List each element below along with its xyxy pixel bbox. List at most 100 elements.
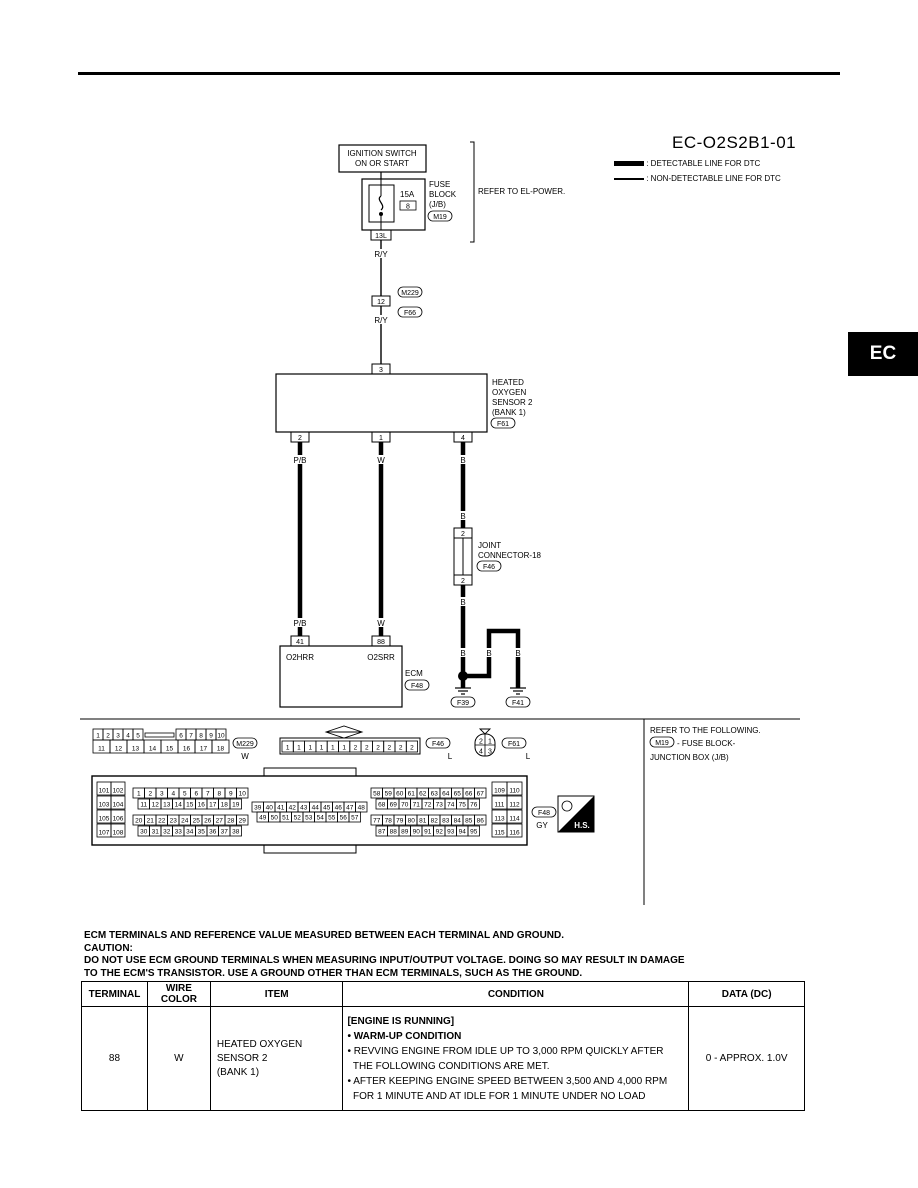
f61-pin: 1 bbox=[488, 739, 492, 746]
f48-pin-box bbox=[467, 798, 480, 810]
ecm-signal-o2hrr: O2HRR bbox=[286, 653, 314, 662]
f48-pin: 38 bbox=[232, 829, 240, 836]
condition-line-6: FOR 1 MINUTE AND AT IDLE FOR 1 MINUTE UN… bbox=[347, 1090, 646, 1102]
f48-pin: 80 bbox=[408, 818, 416, 825]
f48-pin: 78 bbox=[385, 818, 393, 825]
refer-el-power: REFER TO EL-POWER. bbox=[478, 187, 565, 196]
f48-pin: 113 bbox=[494, 816, 505, 823]
f48-pin: 76 bbox=[470, 802, 478, 809]
sensor-pin-2: 2 bbox=[298, 435, 302, 442]
f46-hood bbox=[324, 725, 364, 739]
f48-pin: 73 bbox=[436, 802, 444, 809]
wire-b-2-bg bbox=[456, 511, 470, 520]
legend-detectable: : DETECTABLE LINE FOR DTC bbox=[614, 159, 760, 168]
f61-pin: 4 bbox=[479, 749, 483, 756]
f61-pin: 3 bbox=[488, 749, 492, 756]
sensor-conn-oval bbox=[490, 417, 516, 429]
f48-pin-box bbox=[236, 814, 249, 826]
ecm-pin-88: 88 bbox=[377, 639, 385, 646]
ecm-box bbox=[279, 645, 403, 708]
f48-pin: 29 bbox=[239, 818, 247, 825]
f48-pin: 5 bbox=[183, 791, 187, 798]
f48-pin: 6 bbox=[194, 791, 198, 798]
f48-pin: 65 bbox=[454, 791, 462, 798]
f48-pin: 23 bbox=[170, 818, 178, 825]
f46-pin: 2 bbox=[376, 745, 380, 752]
f48-pin-box bbox=[474, 814, 487, 826]
f48-pin: 79 bbox=[396, 818, 404, 825]
f48-pin: 75 bbox=[459, 802, 467, 809]
ignition-switch-line2: ON OR START bbox=[355, 159, 409, 168]
m229-pin: 13 bbox=[132, 746, 140, 753]
f48-id: F48 bbox=[538, 810, 550, 817]
header-condition: CONDITION bbox=[342, 981, 690, 1007]
cell-condition: [ENGINE IS RUNNING] • WARM-UP CONDITION … bbox=[342, 1006, 690, 1111]
f48-pin: 60 bbox=[396, 791, 404, 798]
f48-pin: 42 bbox=[289, 805, 297, 812]
ground-icon bbox=[510, 687, 526, 695]
fuse-block-conn: M19 bbox=[433, 214, 447, 221]
f48-pin: 37 bbox=[221, 829, 229, 836]
joint-conn-oval bbox=[476, 560, 502, 572]
f48-pin-box bbox=[506, 823, 523, 838]
diagram-id: EC-O2S2B1-01 bbox=[672, 133, 797, 152]
f48-pin: 77 bbox=[373, 818, 381, 825]
f48-pin: 25 bbox=[193, 818, 201, 825]
f48-pin: 57 bbox=[351, 815, 359, 822]
condition-line-2: • WARM-UP CONDITION bbox=[347, 1030, 462, 1042]
f48-pin: 3 bbox=[160, 791, 164, 798]
fuse-block-label-1: FUSE bbox=[429, 180, 450, 189]
caution-line-4: TO THE ECM'S TRANSISTOR. USE A GROUND OT… bbox=[84, 967, 583, 979]
f61-color: L bbox=[526, 752, 531, 761]
fuse-block-conn-oval bbox=[427, 210, 453, 222]
m229-pin: 1 bbox=[96, 733, 100, 740]
f48-color: GY bbox=[536, 821, 548, 830]
wire-w-bottom-bg bbox=[373, 618, 389, 627]
f48-pin: 69 bbox=[390, 802, 398, 809]
f48-pin: 28 bbox=[227, 818, 235, 825]
sensor-label-1: HEATED bbox=[492, 378, 524, 387]
refer-note: REFER TO THE FOLLOWING. bbox=[650, 726, 761, 735]
f48-pin: 27 bbox=[216, 818, 224, 825]
f48-pin: 48 bbox=[358, 805, 366, 812]
f48-pin: 102 bbox=[113, 788, 124, 795]
condition-line-3: • REVVING ENGINE FROM IDLE UP TO 3,000 R… bbox=[347, 1045, 664, 1057]
ecm-conn-oval bbox=[404, 679, 430, 691]
f48-pin-box bbox=[474, 787, 487, 799]
f46-color: L bbox=[448, 752, 453, 761]
wire-ry-1-label: R/Y bbox=[374, 250, 388, 259]
wire-b-1-bg bbox=[456, 455, 470, 464]
m229-pin: 7 bbox=[189, 733, 193, 740]
f48-pin-box bbox=[355, 801, 368, 813]
f48-pin: 49 bbox=[259, 815, 267, 822]
thin-line-swatch bbox=[614, 177, 644, 180]
f48-pin: 107 bbox=[99, 830, 110, 837]
f48-pin: 41 bbox=[277, 805, 285, 812]
f48-pin: 91 bbox=[424, 829, 432, 836]
m229-pin: 9 bbox=[209, 733, 213, 740]
f48-pin: 66 bbox=[465, 791, 473, 798]
f48-oval bbox=[531, 806, 557, 818]
table-header-row: TERMINAL WIRE COLOR ITEM CONDITION DATA … bbox=[81, 981, 805, 1007]
ecm-conn: F48 bbox=[411, 683, 423, 690]
sensor-label-4: (BANK 1) bbox=[492, 408, 526, 417]
fuse-number: 8 bbox=[406, 204, 410, 211]
thick-line-swatch bbox=[614, 161, 644, 167]
f46-pin: 1 bbox=[308, 745, 312, 752]
section-tab[interactable]: EC bbox=[848, 332, 918, 376]
wire-ry-1-label-bg bbox=[372, 249, 390, 258]
f48-pin: 86 bbox=[477, 818, 485, 825]
f48-pin: 55 bbox=[328, 815, 336, 822]
f48-pin-box bbox=[110, 795, 126, 810]
item-line-2: SENSOR 2 bbox=[216, 1052, 268, 1064]
f48-pin: 45 bbox=[323, 805, 331, 812]
caution-line-2: CAUTION: bbox=[84, 942, 133, 954]
wire-b-3-bg bbox=[456, 597, 470, 606]
f48-pin: 30 bbox=[140, 829, 148, 836]
wire-pb-bottom-label: P/B bbox=[294, 619, 307, 628]
f48-pin: 46 bbox=[335, 805, 343, 812]
f48-pin: 51 bbox=[282, 815, 290, 822]
header-wire-color: WIRE COLOR bbox=[146, 981, 211, 1007]
m229-pin: 18 bbox=[217, 746, 225, 753]
